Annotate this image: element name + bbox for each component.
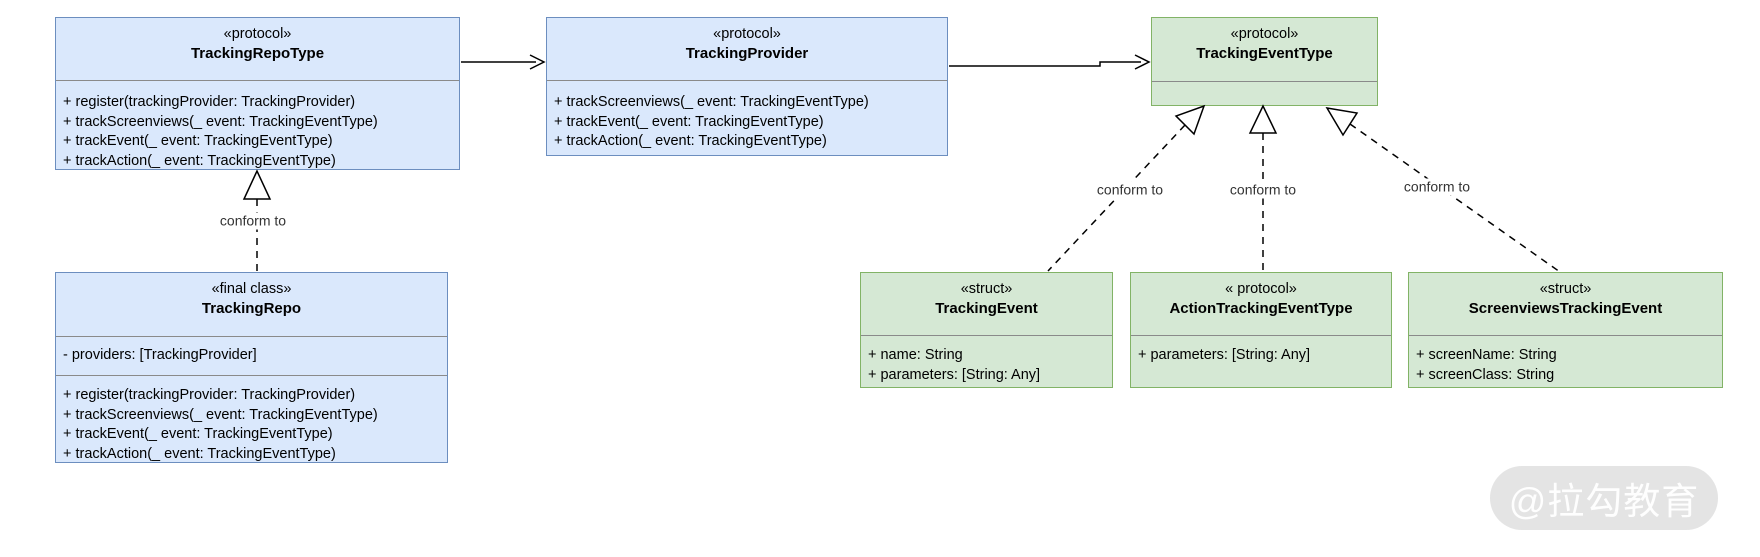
method-row: + trackScreenviews(_ event: TrackingEven… xyxy=(63,406,378,423)
stereotype-label: «protocol» xyxy=(713,26,781,42)
method-row: + trackScreenviews(_ event: TrackingEven… xyxy=(554,94,869,110)
attributes-compartment: + name: String + parameters: [String: An… xyxy=(861,336,1112,389)
methods-compartment: + trackScreenviews(_ event: TrackingEven… xyxy=(547,81,947,156)
method-row: + register(trackingProvider: TrackingPro… xyxy=(63,94,356,110)
conform-to-label-screenviews: conform to xyxy=(1400,178,1474,196)
class-box-tracking-event-type: «protocol» TrackingEventType xyxy=(1151,17,1378,106)
class-header: «final class» TrackingRepo xyxy=(56,273,447,337)
class-header: «protocol» TrackingProvider xyxy=(547,18,947,81)
method-row: + trackEvent(_ event: TrackingEventType) xyxy=(554,113,824,130)
class-header: «struct» ScreenviewsTrackingEvent xyxy=(1409,273,1722,336)
methods-compartment: + register(trackingProvider: TrackingPro… xyxy=(56,81,459,175)
class-name: TrackingProvider xyxy=(685,45,809,62)
stereotype-label: «final class» xyxy=(211,281,292,297)
class-box-tracking-repo-type: «protocol» TrackingRepoType + register(t… xyxy=(55,17,460,170)
class-header: «protocol» TrackingRepoType xyxy=(56,18,459,81)
empty-compartment xyxy=(1152,82,1377,105)
attribute-row: + parameters: [String: Any] xyxy=(1138,347,1311,363)
stereotype-label: «struct» xyxy=(1539,281,1592,297)
attributes-compartment: + screenName: String + screenClass: Stri… xyxy=(1409,336,1722,389)
attribute-row: + screenName: String xyxy=(1416,347,1557,363)
class-box-tracking-provider: «protocol» TrackingProvider + trackScree… xyxy=(546,17,948,156)
conform-to-label-action: conform to xyxy=(1226,181,1300,199)
conform-to-label-repo: conform to xyxy=(216,212,290,230)
method-row: + register(trackingProvider: TrackingPro… xyxy=(63,387,356,403)
attribute-row: + parameters: [String: Any] xyxy=(868,366,1041,383)
stereotype-label: «protocol» xyxy=(1230,26,1299,42)
class-name: TrackingRepoType xyxy=(190,45,325,62)
arrow-repotype-to-provider xyxy=(461,54,546,70)
class-box-tracking-repo: «final class» TrackingRepo - providers: … xyxy=(55,272,448,463)
conform-to-label-event: conform to xyxy=(1093,181,1167,199)
class-name: ActionTrackingEventType xyxy=(1169,300,1353,317)
stereotype-label: «protocol» xyxy=(223,26,292,42)
attribute-row: + screenClass: String xyxy=(1416,366,1555,383)
stereotype-label: «struct» xyxy=(960,281,1013,297)
method-row: + trackEvent(_ event: TrackingEventType) xyxy=(63,426,333,442)
attribute-row: - providers: [TrackingProvider] xyxy=(63,347,257,363)
class-box-action-tracking-event-type: « protocol» ActionTrackingEventType + pa… xyxy=(1130,272,1392,388)
method-row: + trackAction(_ event: TrackingEventType… xyxy=(63,445,336,462)
method-row: + trackAction(_ event: TrackingEventType… xyxy=(554,133,827,149)
watermark-badge: @拉勾教育 xyxy=(1490,466,1718,530)
class-name: ScreenviewsTrackingEvent xyxy=(1468,300,1663,317)
attribute-row: + name: String xyxy=(868,347,963,363)
attributes-compartment: - providers: [TrackingProvider] xyxy=(56,337,447,376)
class-name: TrackingEventType xyxy=(1196,45,1333,62)
arrow-provider-to-eventtype xyxy=(949,54,1151,70)
methods-compartment: + register(trackingProvider: TrackingPro… xyxy=(56,376,447,468)
class-header: «struct» TrackingEvent xyxy=(861,273,1112,336)
method-row: + trackEvent(_ event: TrackingEventType) xyxy=(63,133,333,149)
class-name: TrackingRepo xyxy=(201,300,302,317)
class-name: TrackingEvent xyxy=(935,300,1038,317)
method-row: + trackScreenviews(_ event: TrackingEven… xyxy=(63,113,378,130)
class-header: « protocol» ActionTrackingEventType xyxy=(1131,273,1391,336)
stereotype-label: « protocol» xyxy=(1225,281,1297,297)
class-box-screenviews-tracking-event: «struct» ScreenviewsTrackingEvent + scre… xyxy=(1408,272,1723,388)
class-box-tracking-event: «struct» TrackingEvent + name: String + … xyxy=(860,272,1113,388)
attributes-compartment: + parameters: [String: Any] xyxy=(1131,336,1391,387)
method-row: + trackAction(_ event: TrackingEventType… xyxy=(63,152,336,169)
class-header: «protocol» TrackingEventType xyxy=(1152,18,1377,82)
